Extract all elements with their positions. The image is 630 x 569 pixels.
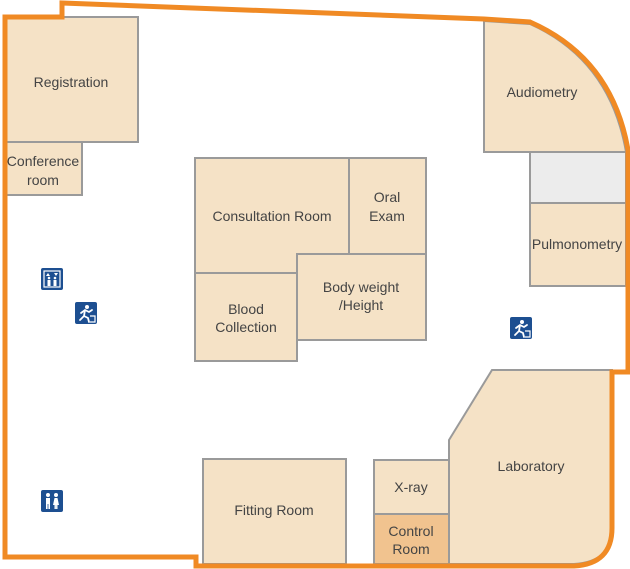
room-label-blood-2: Collection xyxy=(215,319,276,335)
room-label-blood-1: Blood xyxy=(228,301,264,317)
room-xray[interactable]: X-ray xyxy=(373,459,450,515)
room-label-body-2: /Height xyxy=(339,297,383,313)
room-oral-exam[interactable]: Oral Exam xyxy=(348,157,427,255)
room-label-xray: X-ray xyxy=(394,479,427,495)
room-pulmonometry[interactable]: Pulmonometry xyxy=(529,202,627,287)
room-label-oral-1: Oral xyxy=(374,189,400,205)
room-laboratory[interactable]: Laboratory xyxy=(448,369,613,565)
elevator-icon xyxy=(41,268,63,290)
restroom-icon xyxy=(41,490,63,512)
room-label-consultation: Consultation Room xyxy=(212,208,331,224)
utility-space xyxy=(529,151,627,204)
room-conference[interactable]: Conference room xyxy=(4,141,83,196)
emergency-exit-icon xyxy=(510,317,532,339)
room-label-laboratory: Laboratory xyxy=(498,458,565,474)
room-label-pulmonometry: Pulmonometry xyxy=(532,236,622,252)
room-label-conference-1: Conference xyxy=(7,153,80,169)
room-blood-collection[interactable]: Blood Collection xyxy=(194,272,298,362)
room-label-control-1: Control xyxy=(388,523,433,539)
room-label-audiometry: Audiometry xyxy=(507,84,578,100)
room-label-control-2: Room xyxy=(392,541,429,557)
room-label-body-1: Body weight xyxy=(323,279,399,295)
room-fitting[interactable]: Fitting Room xyxy=(202,458,347,565)
room-label-fitting: Fitting Room xyxy=(234,502,313,518)
room-registration[interactable]: Registration xyxy=(4,16,139,143)
room-control[interactable]: Control Room xyxy=(373,513,450,565)
room-label-registration: Registration xyxy=(34,74,109,90)
room-label-oral-2: Exam xyxy=(369,208,405,224)
emergency-exit-icon xyxy=(75,302,97,324)
room-label-conference-2: room xyxy=(27,172,59,188)
room-body-weight[interactable]: Body weight /Height xyxy=(296,253,427,341)
